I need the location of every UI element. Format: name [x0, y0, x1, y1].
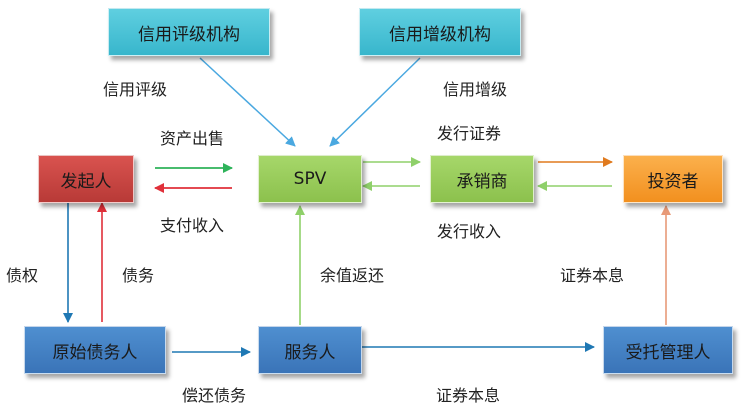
- label-creditor-right: 债权: [6, 266, 39, 285]
- node-originator: 发起人: [38, 155, 134, 203]
- node-investor: 投资者: [623, 155, 723, 203]
- node-enhancement-agency: 信用增级机构: [359, 8, 521, 56]
- node-spv-label: SPV: [293, 169, 327, 189]
- node-trustee-label: 受托管理人: [625, 342, 711, 363]
- node-spv: SPV: [258, 155, 362, 203]
- node-enhancement-agency-label: 信用增级机构: [389, 24, 491, 45]
- node-original-debtor-label: 原始债务人: [52, 342, 138, 363]
- label-payment-income: 支付收入: [160, 216, 225, 235]
- label-residual-return: 余值返还: [320, 266, 385, 285]
- node-servicer: 服务人: [258, 326, 362, 374]
- node-originator-label: 发起人: [60, 171, 112, 192]
- label-securities-principal-interest-upper: 证券本息: [560, 266, 625, 285]
- arrow-rating-to-spv: [199, 57, 296, 147]
- node-rating-agency-label: 信用评级机构: [138, 24, 240, 45]
- label-securities-principal-interest-lower: 证券本息: [436, 386, 501, 405]
- node-investor-label: 投资者: [647, 171, 699, 192]
- node-underwriter: 承销商: [430, 155, 534, 203]
- node-rating-agency: 信用评级机构: [108, 8, 270, 56]
- label-asset-sale: 资产出售: [160, 129, 225, 148]
- node-underwriter-label: 承销商: [456, 171, 508, 192]
- node-trustee: 受托管理人: [603, 326, 733, 374]
- label-issue-income: 发行收入: [437, 222, 502, 241]
- label-credit-rating: 信用评级: [103, 80, 168, 99]
- label-credit-enhancement: 信用增级: [443, 80, 508, 99]
- arrow-enhancement-to-spv: [329, 57, 421, 147]
- label-repay-debt: 偿还债务: [182, 386, 247, 405]
- node-original-debtor: 原始债务人: [24, 326, 166, 374]
- node-servicer-label: 服务人: [284, 342, 336, 363]
- label-issue-securities: 发行证券: [437, 124, 502, 143]
- label-debt: 债务: [122, 266, 155, 285]
